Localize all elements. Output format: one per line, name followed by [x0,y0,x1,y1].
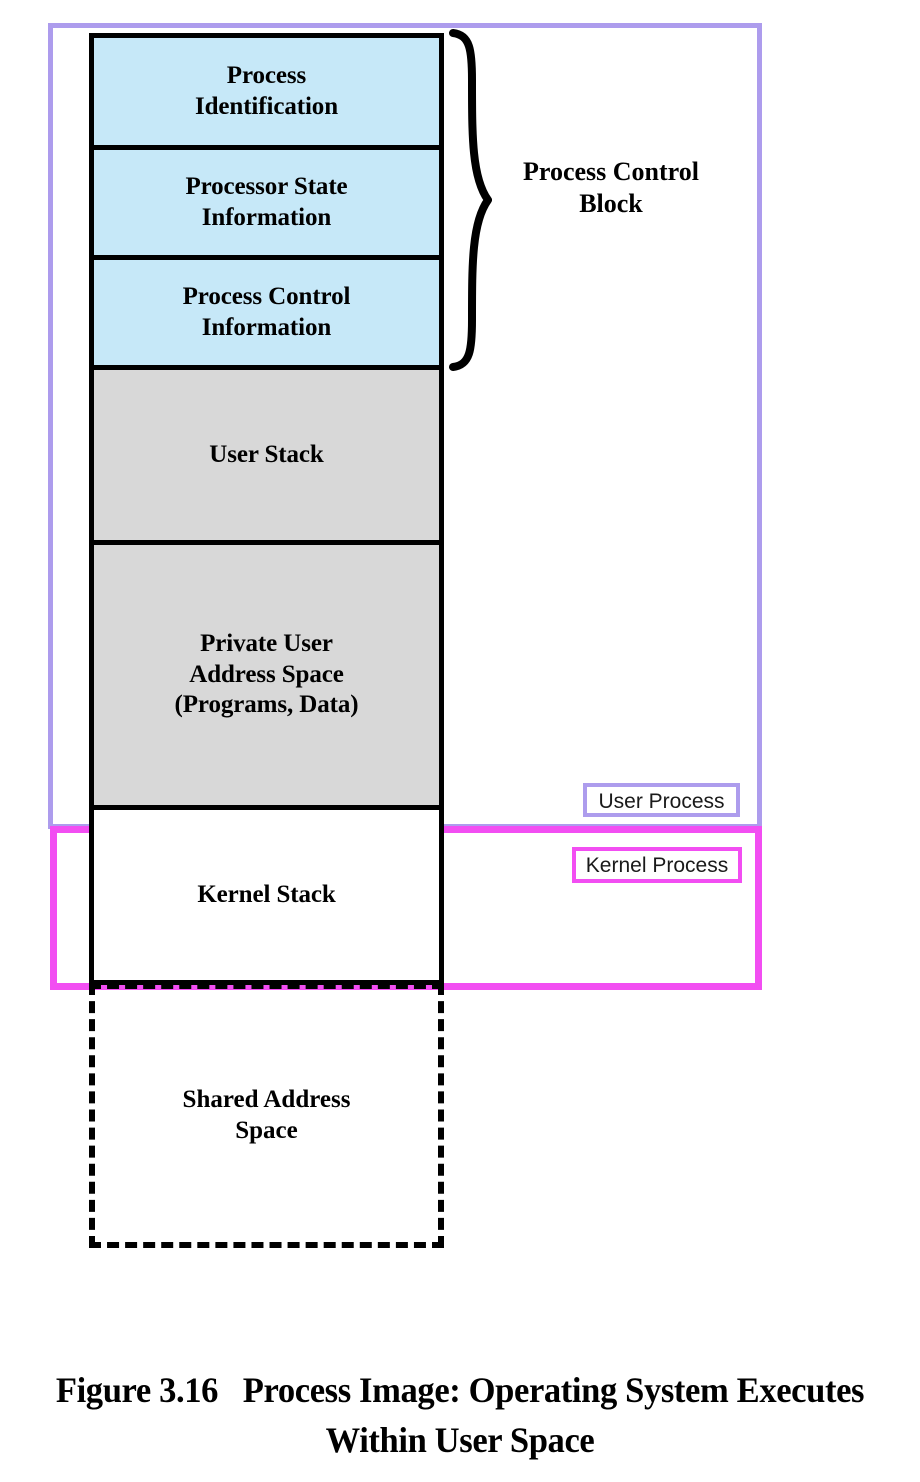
legend-user-process: User Process [583,783,740,817]
block-user-stack-label: User Stack [209,440,324,468]
block-user-stack: User Stack [89,365,444,540]
figure-caption: Figure 3.16 Process Image: Operating Sys… [18,1366,901,1465]
curly-brace-icon [449,29,492,371]
legend-user-process-label: User Process [598,790,725,813]
figure-caption-text: Process Image: Operating System Executes… [242,1370,865,1460]
figure-caption-number: Figure 3.16 [55,1370,219,1410]
block-kernel-stack-label: Kernel Stack [197,880,336,908]
block-kernel-stack: Kernel Stack [89,805,444,985]
legend-kernel-process: Kernel Process [572,847,742,883]
legend-kernel-process-label: Kernel Process [585,854,729,877]
